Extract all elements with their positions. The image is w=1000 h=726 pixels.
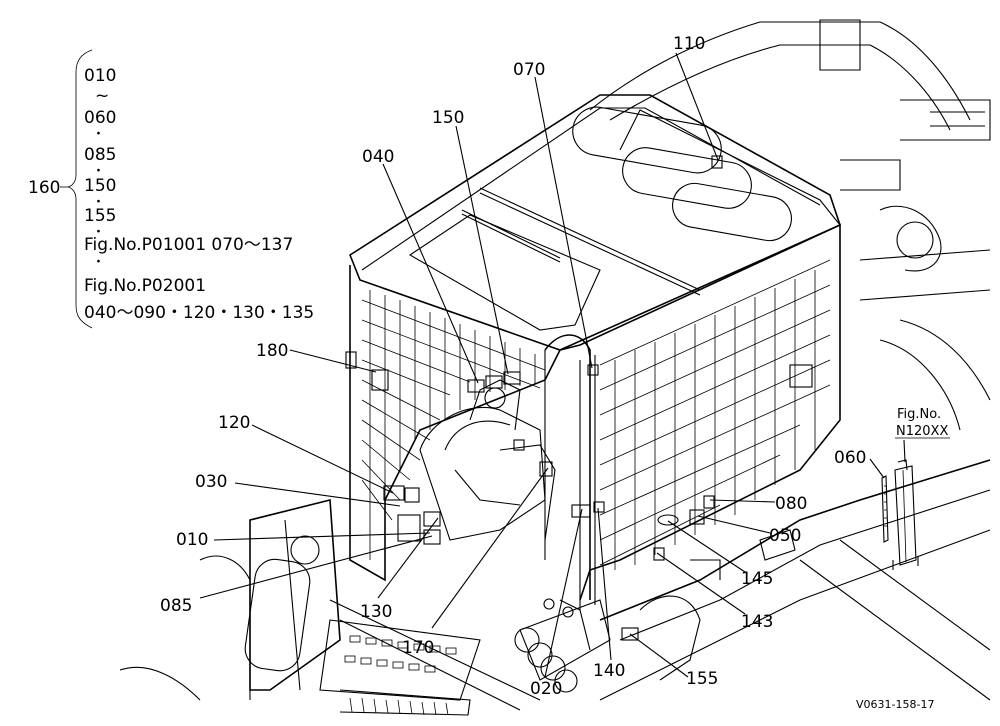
callout-143: 143	[741, 612, 773, 632]
callout-070: 070	[513, 60, 545, 80]
callout-145: 145	[741, 569, 773, 589]
legend-item: 060	[84, 108, 116, 128]
callout-155: 155	[686, 669, 718, 689]
callout-110: 110	[673, 34, 705, 54]
leader-lines	[199, 52, 950, 678]
legend-item: 010	[84, 66, 116, 86]
legend-main-label: 160	[28, 178, 60, 198]
callout-040: 040	[362, 147, 394, 167]
legend-item: 150	[84, 176, 116, 196]
legend-group: 160 010 ~ 060 ・ 085 ・ 150 ・ 155 ・ Fig.No…	[28, 49, 314, 329]
callout-170: 170	[402, 638, 434, 658]
legend-separator: ~	[95, 86, 109, 106]
legend-separator: ・	[92, 127, 105, 142]
machine-drawing	[119, 19, 991, 716]
fig-ref-line2: N120XX	[896, 424, 948, 439]
legend-item: Fig.No.P01001 070～137	[84, 235, 293, 255]
legend-separator: ・	[92, 225, 105, 240]
legend-item: 155	[84, 206, 116, 226]
legend-item: 085	[84, 145, 116, 165]
callout-020: 020	[530, 679, 562, 699]
callout-120: 120	[218, 413, 250, 433]
callout-labels: 110 070 150 040 180 120 030 010 085 130 …	[160, 34, 866, 699]
decals	[345, 155, 723, 641]
callout-085: 085	[160, 596, 192, 616]
right-grid	[599, 259, 831, 570]
legend-item: 040～090・120・130・135	[84, 303, 314, 323]
callout-050: 050	[769, 526, 801, 546]
legend-separator: ・	[92, 195, 105, 210]
callout-030: 030	[195, 472, 227, 492]
drawing-id: V0631-158-17	[856, 698, 934, 711]
cab-roof	[349, 94, 841, 351]
step-holes	[344, 635, 457, 673]
spare-part-drawing	[881, 459, 919, 570]
callout-130: 130	[360, 602, 392, 622]
callout-060: 060	[834, 448, 866, 468]
callout-080: 080	[775, 494, 807, 514]
legend-separator: ・	[92, 164, 105, 179]
legend-item: Fig.No.P02001	[84, 276, 206, 296]
legend-separator: ・	[92, 255, 105, 270]
callout-140: 140	[593, 661, 625, 681]
callout-150: 150	[432, 108, 464, 128]
callout-180: 180	[256, 341, 288, 361]
callout-010: 010	[176, 530, 208, 550]
left-grid	[361, 290, 546, 560]
fig-ref-line1: Fig.No.	[897, 407, 941, 422]
